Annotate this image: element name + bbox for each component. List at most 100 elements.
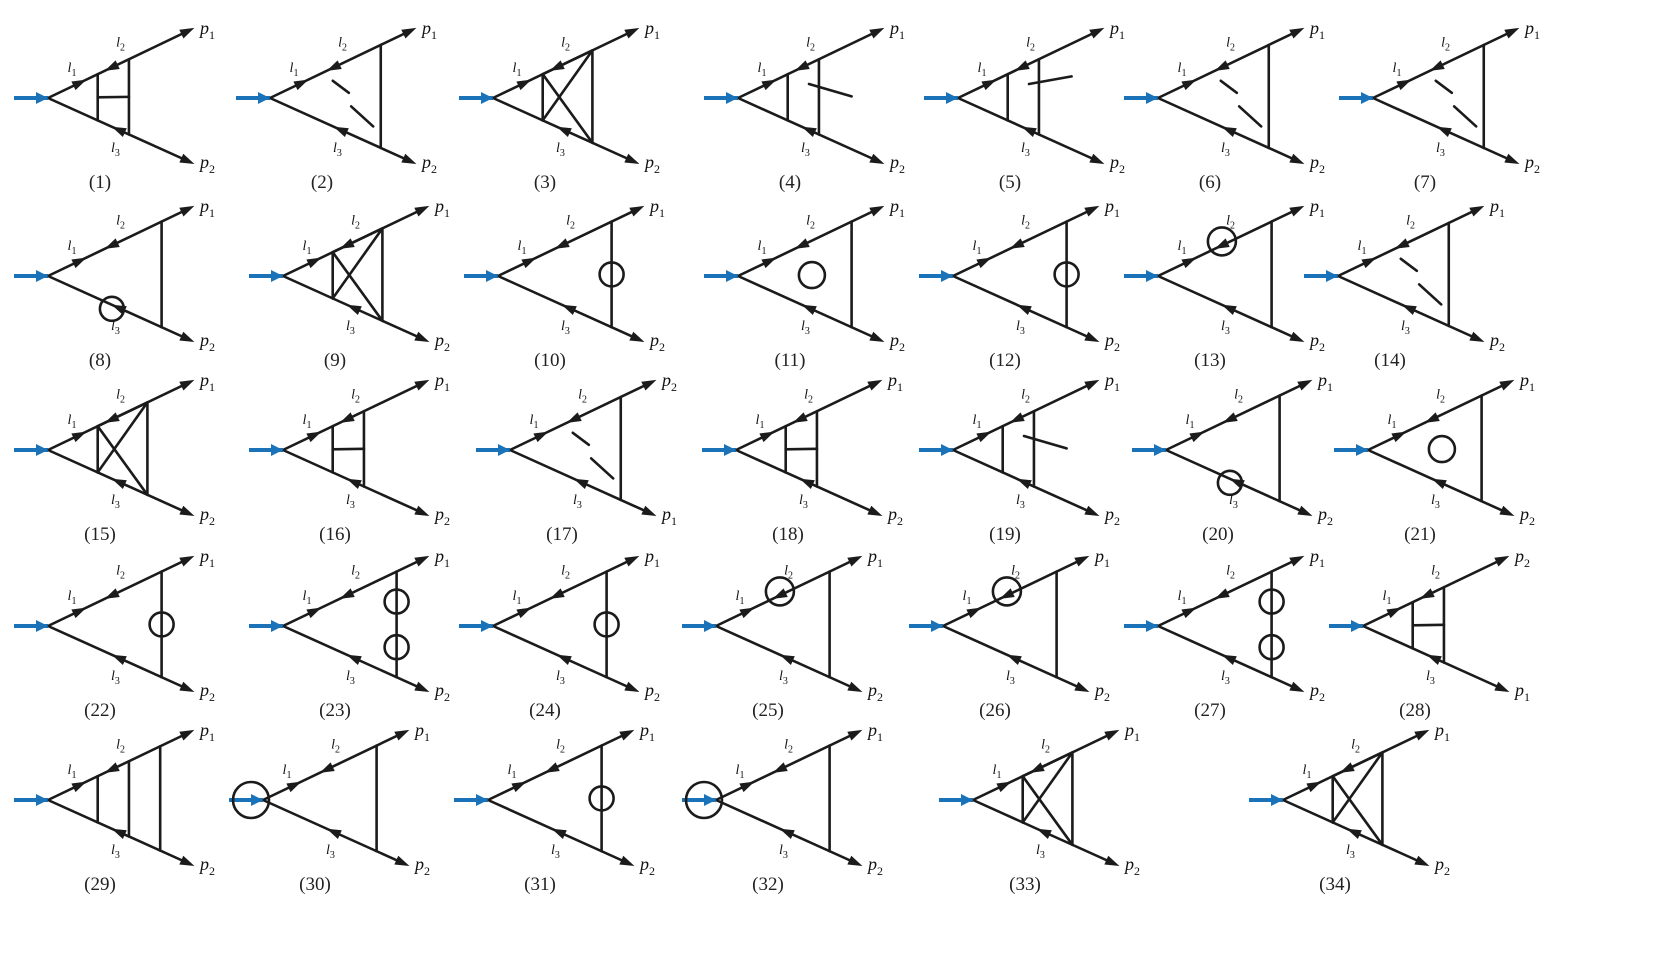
loop-momentum-l2: l2 (116, 36, 125, 54)
loop-arrow (71, 607, 87, 619)
diagram-caption: (28) (1399, 700, 1431, 721)
external-momentum-top: p1 (866, 546, 883, 570)
incoming-arrow-icon (941, 270, 953, 282)
p-top-arrow (1499, 379, 1515, 391)
outgoing-leg-top (487, 730, 631, 802)
loop-momentum-l3: l3 (779, 843, 788, 861)
loop-arrow (792, 412, 808, 423)
diagram-caption: (10) (534, 350, 566, 371)
loop-arrow (1181, 607, 1197, 619)
incoming-arrow-icon (1146, 92, 1158, 104)
loop-momentum-l1: l1 (1186, 413, 1195, 431)
external-momentum-top: p1 (198, 18, 215, 42)
crossing-line (1237, 105, 1263, 128)
loop-momentum-l2: l2 (338, 36, 347, 54)
p-top-arrow (1469, 205, 1485, 217)
loop-arrow (1429, 60, 1445, 71)
box-diagonal (1331, 774, 1384, 847)
outgoing-leg-top (1157, 556, 1301, 628)
diagram-caption: (18) (772, 524, 804, 545)
loop-arrow (346, 478, 362, 489)
loop-momentum-l2: l2 (1011, 564, 1020, 582)
loop-arrow (306, 431, 322, 443)
p-bot-arrow (1104, 855, 1120, 867)
outgoing-leg-top (952, 380, 1096, 452)
loop-momentum-l2: l2 (1436, 388, 1445, 406)
external-momentum-top: p1 (198, 546, 215, 570)
loop-momentum-l2: l2 (806, 36, 815, 54)
box-diagonal (96, 424, 149, 497)
loop-arrow (1016, 478, 1032, 489)
loop-arrow (976, 257, 992, 269)
external-momentum-top: p2 (660, 370, 677, 394)
p-top-arrow (1414, 729, 1430, 741)
incoming-arrow-icon (36, 444, 48, 456)
loop-arrow (761, 79, 777, 91)
loop-arrow (1029, 762, 1045, 773)
diagram-caption: (17) (546, 524, 578, 545)
p-top-arrow (867, 379, 883, 391)
loop-momentum-l3: l3 (1006, 669, 1015, 687)
p-bot-arrow (394, 855, 410, 867)
loop-arrow (286, 781, 302, 793)
diagram-caption: (14) (1374, 350, 1406, 371)
loop-arrow (999, 588, 1015, 599)
loop-arrow (573, 478, 589, 489)
loop-arrow (104, 762, 120, 773)
loop-arrow (556, 654, 572, 665)
loop-arrow (976, 431, 992, 443)
loop-momentum-l1: l1 (68, 589, 77, 607)
loop-arrow (1436, 126, 1452, 137)
p-bot-arrow (1289, 153, 1305, 165)
box-diagonal (541, 72, 594, 145)
p-top-arrow (619, 729, 635, 741)
outgoing-leg-top (715, 730, 859, 802)
loop-momentum-l2: l2 (578, 388, 587, 406)
loop-momentum-l3: l3 (799, 493, 808, 511)
loop-momentum-l1: l1 (1393, 61, 1402, 79)
loop-arrow (549, 588, 565, 599)
diagonal-line (1027, 75, 1073, 86)
loop-bubble (764, 576, 796, 607)
external-momentum-bottom: p2 (433, 330, 450, 354)
external-momentum-bottom: p2 (198, 504, 215, 528)
p-bot-arrow (869, 331, 885, 343)
external-momentum-top: p1 (643, 18, 660, 42)
loop-momentum-l1: l1 (530, 413, 539, 431)
p-top-arrow (394, 729, 410, 741)
crossing-line (1434, 79, 1454, 95)
outgoing-leg-top (737, 206, 881, 278)
loop-arrow (772, 762, 788, 773)
p-top-arrow (1104, 729, 1120, 741)
p-top-arrow (1289, 27, 1305, 39)
loop-arrow (1396, 79, 1412, 91)
external-momentum-top: p1 (420, 18, 437, 42)
outgoing-leg-top (1367, 380, 1511, 452)
diagram-caption: (30) (299, 874, 331, 895)
external-momentum-top: p1 (886, 370, 903, 394)
outgoing-leg-top (47, 556, 191, 628)
p-top-arrow (1504, 27, 1520, 39)
loop-momentum-l1: l1 (1303, 763, 1312, 781)
p-bot-arrow (1414, 855, 1430, 867)
loop-momentum-l1: l1 (1178, 61, 1187, 79)
